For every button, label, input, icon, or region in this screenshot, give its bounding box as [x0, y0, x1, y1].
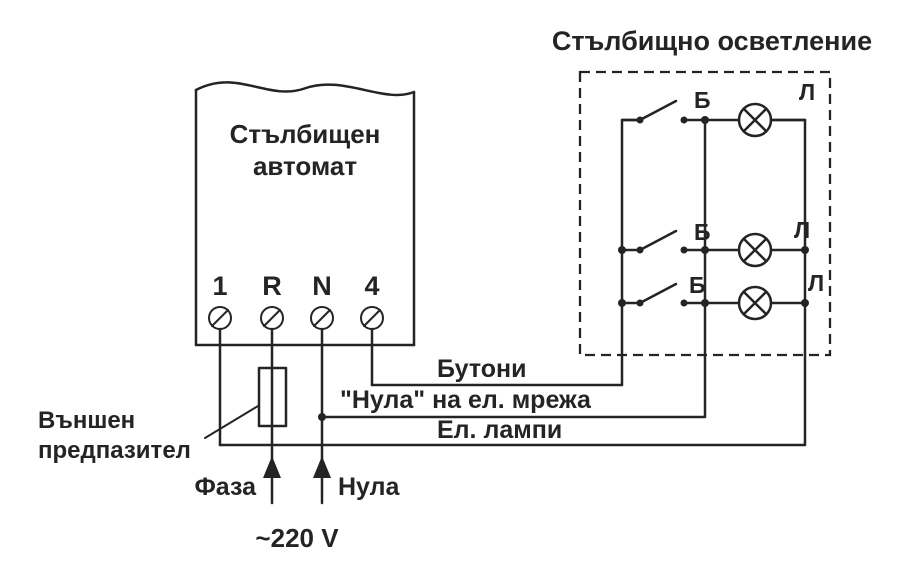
- button-label-2: Б: [694, 219, 711, 245]
- device-name-line2: автомат: [253, 151, 357, 181]
- lamp-icon-1: [737, 102, 773, 138]
- lamp-label-1: Л: [799, 79, 815, 105]
- terminal-screw-icon-1: [208, 306, 232, 330]
- button-label-3: Б: [689, 272, 706, 298]
- neutral-branch-junction-dot: [318, 413, 326, 421]
- neutral-label: Нула: [338, 473, 401, 501]
- lamp-label-3: Л: [808, 270, 824, 296]
- circuit-row-3: Б Л: [618, 270, 824, 321]
- junction-dot: [801, 246, 809, 254]
- terminal-screw-icon-n: [310, 306, 334, 330]
- terminal-label-n: N: [312, 271, 332, 301]
- neutral-arrow-icon: [313, 456, 331, 478]
- interconnect-wiring: Бутони "Нула" на ел. мрежа Ел. лампи: [218, 118, 807, 447]
- fuse-label-line1: Външен: [38, 407, 135, 434]
- terminal-screw-icon-r: [260, 306, 284, 330]
- push-button-icon-2: [620, 229, 707, 254]
- push-button-icon-1: [620, 99, 707, 124]
- phase-label: Фаза: [194, 473, 257, 501]
- staircase-lighting-title: Стълбищно осветление: [552, 26, 872, 56]
- phase-arrow-icon: [263, 456, 281, 478]
- terminal-label-r: R: [262, 271, 282, 301]
- lamp-label-2: Л: [794, 217, 810, 243]
- circuit-row-1: Б Л: [620, 79, 815, 138]
- device-box-top-wavy-edge: [194, 81, 416, 97]
- staircase-automat-box: Стълбищен автомат 1 R N 4: [194, 81, 416, 347]
- supply-wiring: Външен предпазител Фаза Нула ~220 V: [38, 327, 401, 553]
- terminal-screw-icon-4: [360, 306, 384, 330]
- circuit-row-2: Б Л: [618, 217, 810, 268]
- fuse-label-line2: предпазител: [38, 437, 191, 464]
- button-label-1: Б: [694, 87, 711, 113]
- fuse-icon: [257, 366, 288, 428]
- voltage-label: ~220 V: [255, 523, 339, 553]
- terminal-label-4: 4: [364, 271, 379, 301]
- mains-neutral-wire: [320, 118, 707, 419]
- lamps-wire-label: Ел. лампи: [437, 416, 562, 444]
- terminal-label-1: 1: [212, 271, 227, 301]
- staircase-lighting-group: Стълбищно осветление Б Л: [552, 26, 872, 357]
- junction-dot: [801, 299, 809, 307]
- device-name-line1: Стълбищен: [230, 119, 381, 149]
- fuse-leader-line: [204, 405, 259, 439]
- mains-neutral-wire-label: "Нула" на ел. мрежа: [340, 386, 592, 414]
- lamp-icon-2: [737, 232, 773, 268]
- staircase-lighting-boundary: [578, 70, 832, 357]
- buttons-wire-label: Бутони: [437, 355, 527, 383]
- lamp-icon-3: [737, 285, 773, 321]
